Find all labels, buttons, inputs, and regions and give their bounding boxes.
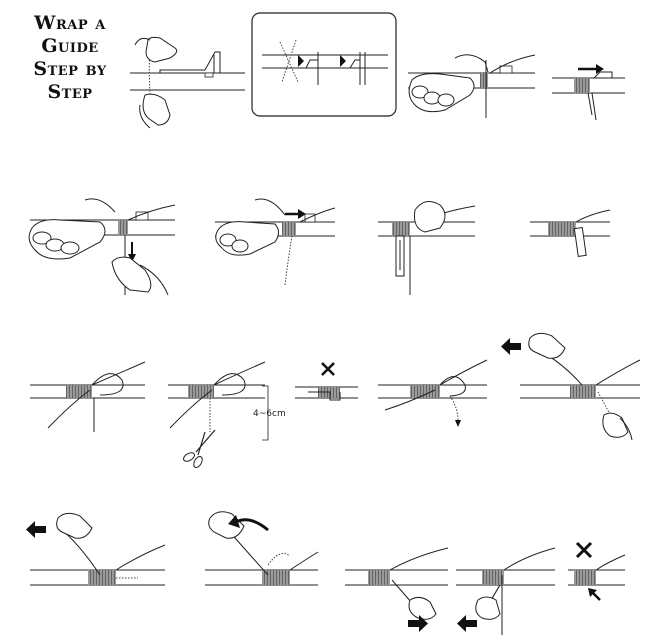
page-title: Wrap a Guide Step by Step (14, 12, 126, 104)
step-trim-with-blade-right (345, 547, 449, 632)
measurement-label: 4~6cm (253, 409, 286, 419)
step-hold-guide-on-rod (130, 36, 245, 129)
arrow-right-icon (408, 615, 428, 632)
arrow-left-icon (26, 521, 46, 538)
step-start-wrap-over-tag (408, 54, 536, 118)
wrong-x-icon (321, 362, 335, 376)
step-wrong-trim (568, 541, 626, 601)
step-insert-pull-loop (530, 209, 611, 257)
title-line-2: Guide (41, 35, 99, 57)
step-measure-and-cut: 4~6cm (168, 361, 286, 468)
step-thread-end-through-loop (378, 359, 488, 427)
curved-arrow-icon (228, 515, 269, 532)
small-arrow-icon (588, 588, 601, 601)
title-line-3: Step by (33, 58, 107, 80)
step-continue-wrap (215, 198, 336, 286)
title-line-4: Step (47, 81, 93, 103)
step-wrap-toward-guide (552, 64, 625, 121)
step-form-loop (30, 361, 146, 432)
step-pull-loop-out (501, 332, 641, 441)
step-trim-tag-end (378, 200, 476, 295)
title-line-1: Wrap a (34, 12, 106, 34)
step-pull-tag-end-down (28, 198, 176, 296)
step-tighten-end (205, 511, 319, 586)
arrow-left-icon (457, 615, 477, 632)
wrong-x-icon (575, 541, 593, 559)
step-pull-end-under-wrap (26, 512, 166, 586)
arrow-left-icon (501, 338, 521, 355)
scissors-icon (183, 429, 216, 468)
step-guide-foot-shaping-inset (251, 12, 397, 117)
step-trim-with-blade-left (456, 547, 556, 635)
step-wrong-loop-placement (295, 362, 358, 401)
